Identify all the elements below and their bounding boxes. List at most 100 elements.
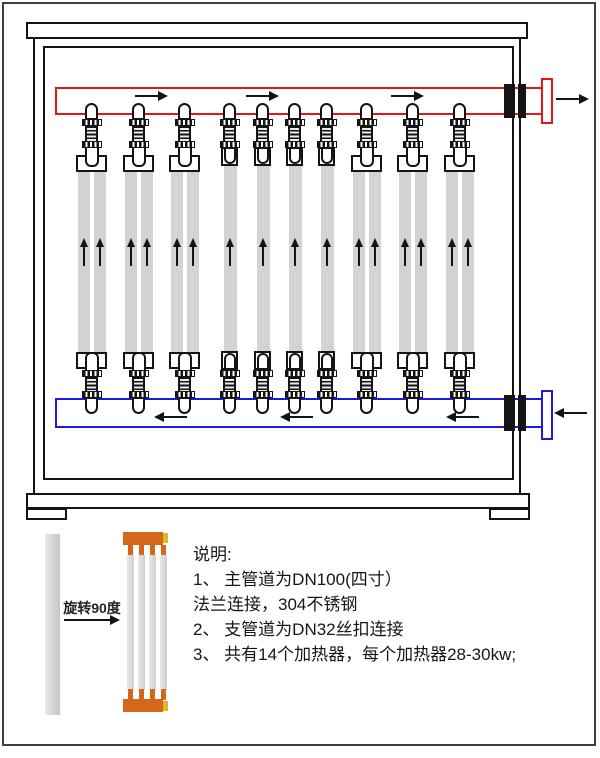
heater-9-flow-arrow-icon <box>400 238 410 268</box>
outlet-flow-arrow-icon <box>556 93 589 105</box>
arrow-head <box>417 238 425 247</box>
arrow-shaft <box>290 416 313 418</box>
heater-1-bottom-nut-upper <box>82 370 102 377</box>
arrow-head <box>323 238 331 247</box>
heater-7-top-plug <box>320 103 333 120</box>
arrow-head <box>448 238 456 247</box>
heater-10-top-nut-upper <box>450 119 470 126</box>
arrow-head <box>189 238 197 247</box>
heater-5-top-nut-upper <box>253 119 273 126</box>
heater-8-top-plug <box>360 103 373 120</box>
heater-9-top-neck <box>406 148 420 167</box>
heater-2-top-plug <box>132 103 145 120</box>
heater-10-flow-arrow-icon <box>463 238 473 268</box>
inlet-pipe-wall-seal <box>504 395 515 431</box>
heater-7-flow-arrow-icon <box>322 238 332 268</box>
inlet-pipe-flow-arrow-icon <box>280 411 314 423</box>
note-line-1b: 法兰连接，304不锈钢 <box>193 595 358 614</box>
arrow-head <box>127 238 135 247</box>
heater-7-bottom-union <box>320 377 333 391</box>
heater-9-top-union <box>406 126 419 141</box>
heater-4-top-nut-lower <box>220 141 240 148</box>
heater-6-bottom-nut-upper <box>285 370 305 377</box>
heater-4-bottom-union <box>223 377 236 391</box>
heater-5-top-nut-lower <box>253 141 273 148</box>
arrow-shaft <box>404 247 406 266</box>
heater-2-top-union <box>132 126 145 141</box>
arrow-head <box>414 91 424 101</box>
heater-10-top-plug <box>453 103 466 120</box>
heater-9-top-plug <box>406 103 419 120</box>
note-line-1: 1、 主管道为DN100(四寸） <box>193 570 402 589</box>
heater-5-flow-arrow-icon <box>258 238 268 268</box>
arrow-head <box>554 408 564 418</box>
heater-4-bottom-plug <box>223 397 236 414</box>
arrow-head <box>464 238 472 247</box>
arrow-shaft <box>294 247 296 266</box>
side-view-tube <box>138 555 145 690</box>
heater-4-top-nut-upper <box>220 119 240 126</box>
arrow-head <box>154 412 164 422</box>
arrow-shaft <box>564 412 587 414</box>
arrow-shaft <box>99 247 101 266</box>
heater-8-bottom-nut-upper <box>357 370 377 377</box>
heater-6-top-nut-upper <box>285 119 305 126</box>
heater-6-bottom-union <box>288 377 301 391</box>
heater-3-bottom-nut-upper <box>175 370 195 377</box>
heater-9-bottom-plug <box>406 397 419 414</box>
inlet-flange <box>541 390 553 440</box>
heater-8-flow-arrow-icon <box>354 238 364 268</box>
side-view-top-header <box>123 532 163 545</box>
side-view-tube <box>127 555 134 690</box>
inlet-pipe-flow-arrow-icon <box>154 411 188 423</box>
arrow-shaft <box>135 95 158 97</box>
side-view-tube <box>160 555 167 690</box>
side-view-stub <box>128 689 133 700</box>
heater-1-bottom-union <box>85 377 98 391</box>
side-view-stub <box>139 545 144 556</box>
arrow-head <box>173 238 181 247</box>
arrow-head <box>226 238 234 247</box>
inlet-pipe-wall-seal <box>518 395 526 431</box>
inlet-pipe-flow-arrow-icon <box>446 411 480 423</box>
heater-8-top-union <box>360 126 373 141</box>
heater-7-top-union <box>320 126 333 141</box>
heater-2-bottom-union <box>132 377 145 391</box>
heater-10-top-union <box>453 126 466 141</box>
heater-3-top-plug <box>178 103 191 120</box>
side-view-tube <box>149 555 156 690</box>
cabinet-base <box>26 493 530 509</box>
outlet-flange <box>541 78 553 124</box>
heater-10-top-neck <box>453 148 467 167</box>
image-border <box>2 2 596 746</box>
arrow-shaft <box>64 619 110 621</box>
cabinet-left-wall <box>33 38 35 494</box>
side-view-stub <box>150 689 155 700</box>
heater-7-top-nut-lower <box>317 141 337 148</box>
heater-5-bottom-union <box>256 377 269 391</box>
arrow-shaft <box>451 247 453 266</box>
arrow-shaft <box>391 95 414 97</box>
heater-3-flow-arrow-icon <box>172 238 182 268</box>
heater-3-top-neck <box>178 148 192 167</box>
heater-9-bottom-union <box>406 377 419 391</box>
heater-5-bottom-nut-upper <box>253 370 273 377</box>
heater-1-flow-arrow-icon <box>79 238 89 268</box>
cabinet-top-panel <box>26 22 528 39</box>
arrow-shaft <box>164 416 187 418</box>
heater-2-bottom-neck <box>132 352 146 370</box>
rotate-label: 旋转90度 <box>63 600 121 616</box>
arrow-head <box>143 238 151 247</box>
heater-5-bottom-plug <box>256 397 269 414</box>
rotate-arrow-icon <box>64 614 120 626</box>
heater-3-bottom-neck <box>178 352 192 370</box>
heater-4-flow-arrow-icon <box>225 238 235 268</box>
outlet-pipe-wall-seal <box>518 84 526 118</box>
heater-8-bottom-union <box>360 377 373 391</box>
notes-block: 说明: 1、 主管道为DN100(四寸） 法兰连接，304不锈钢 2、 支管道为… <box>193 542 593 667</box>
heater-2-top-nut-upper <box>129 119 149 126</box>
arrow-head <box>96 238 104 247</box>
arrow-shaft <box>130 247 132 266</box>
